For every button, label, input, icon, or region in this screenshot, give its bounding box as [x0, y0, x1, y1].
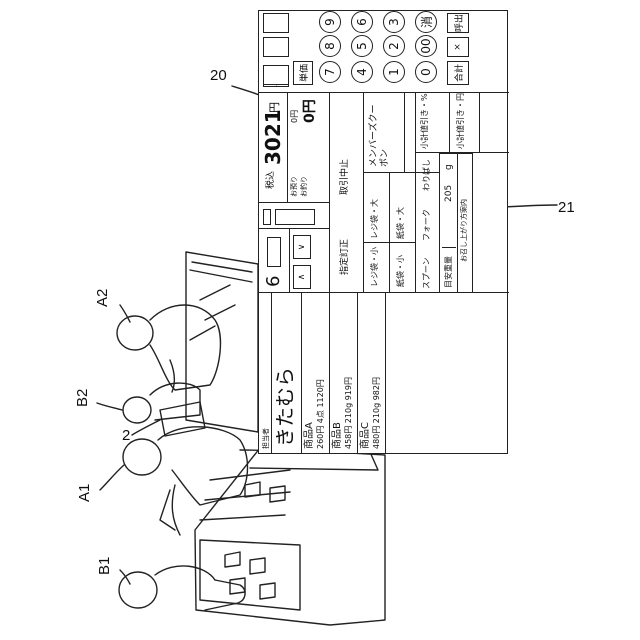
- call-key[interactable]: 呼出: [447, 13, 469, 33]
- weight-value: 205: [445, 185, 454, 202]
- blank-key-3[interactable]: [263, 13, 289, 33]
- tax-label: 税込: [267, 171, 276, 189]
- scroll-bar[interactable]: [275, 209, 315, 225]
- person-b1: [119, 566, 245, 610]
- correct-button[interactable]: 指定訂正: [341, 239, 350, 275]
- quantity-field[interactable]: [267, 237, 281, 267]
- blank-key-top[interactable]: [263, 65, 289, 85]
- label-a2: A2: [94, 289, 111, 307]
- weight-unit: g: [445, 164, 454, 170]
- times-key[interactable]: ×: [447, 37, 469, 57]
- person-a2: [117, 305, 220, 392]
- item-b-detail: 458円 210g 919円: [345, 377, 353, 449]
- label-a1: A1: [76, 484, 93, 502]
- cutlery-fork[interactable]: フォーク: [423, 209, 431, 241]
- key-2[interactable]: 2: [383, 35, 405, 57]
- key-9[interactable]: 9: [319, 11, 341, 33]
- showcase: [195, 448, 385, 625]
- leader-a1: [100, 465, 124, 490]
- item-c-name: 商品C: [361, 422, 371, 449]
- cutlery-spoon[interactable]: スプーン: [423, 257, 431, 289]
- small-field: [263, 209, 271, 225]
- item-b-name: 商品B: [333, 422, 343, 449]
- pos-screen-region: 担当者 きたむら 商品A 260円 4点 1120円 商品B 458円 210g…: [258, 10, 508, 454]
- key-7[interactable]: 7: [319, 61, 341, 83]
- label-device-2: 2: [122, 427, 130, 444]
- bag-large-plastic[interactable]: レジ袋・大: [371, 199, 379, 239]
- quantity-value: 6: [265, 276, 283, 287]
- arrow-up-button[interactable]: ∧: [293, 265, 311, 289]
- key-3[interactable]: 3: [383, 11, 405, 33]
- staff-label: 担当者: [263, 428, 270, 449]
- blank-key-2[interactable]: [263, 37, 289, 57]
- weight-label: 目安重量: [445, 256, 453, 288]
- bag-small-paper[interactable]: 紙袋・小: [397, 255, 405, 287]
- key-5[interactable]: 5: [351, 35, 373, 57]
- bag-large-paper[interactable]: 紙袋・大: [397, 207, 405, 239]
- total-key[interactable]: 合計: [447, 61, 469, 85]
- key-0[interactable]: 0: [415, 61, 437, 83]
- label-b1: B1: [96, 557, 113, 575]
- label-21: 21: [558, 199, 575, 216]
- key-clear[interactable]: 消: [415, 11, 437, 33]
- cancel-button[interactable]: 取引中止: [341, 159, 350, 195]
- pos-screen: 担当者 きたむら 商品A 260円 4点 1120円 商品B 458円 210g…: [258, 10, 508, 454]
- back-counter: [186, 252, 258, 432]
- leader-b2: [97, 403, 122, 410]
- discount-percent[interactable]: 小計値引き・%: [421, 93, 429, 149]
- bag-small-plastic[interactable]: レジ袋・小: [371, 247, 379, 287]
- discount-yen[interactable]: 小計値引き・円: [457, 93, 465, 149]
- item-c-detail: 480円 210g 982円: [373, 377, 381, 449]
- label-b2: B2: [74, 389, 91, 407]
- key-4[interactable]: 4: [351, 61, 373, 83]
- cutlery-chopsticks[interactable]: わりばし: [423, 159, 431, 191]
- total-yen: 円: [269, 102, 280, 113]
- arrow-down-button[interactable]: ∨: [293, 235, 311, 259]
- staff-name: きたむら: [275, 367, 295, 447]
- paid-label: お預り: [291, 176, 298, 197]
- leader-2: [132, 420, 160, 435]
- total-amount: 3021: [263, 109, 283, 165]
- member-coupon[interactable]: メンバーズクーポン: [369, 97, 391, 167]
- weight-note: お召し上がり方案内: [461, 199, 468, 262]
- item-a-detail: 260円 4点 1120円: [317, 379, 325, 449]
- change-label: お釣り: [301, 176, 308, 197]
- key-1[interactable]: 1: [383, 61, 405, 83]
- key-00[interactable]: 00: [415, 35, 437, 57]
- item-a-name: 商品A: [305, 422, 315, 449]
- label-20: 20: [210, 67, 227, 84]
- paid-value: 0円: [291, 110, 299, 123]
- key-8[interactable]: 8: [319, 35, 341, 57]
- key-6[interactable]: 6: [351, 11, 373, 33]
- unit-price-key[interactable]: 単価: [293, 61, 313, 85]
- change-value: 0円: [303, 99, 317, 123]
- weight-region: 目安重量 205 g お召し上がり方案内: [439, 153, 473, 293]
